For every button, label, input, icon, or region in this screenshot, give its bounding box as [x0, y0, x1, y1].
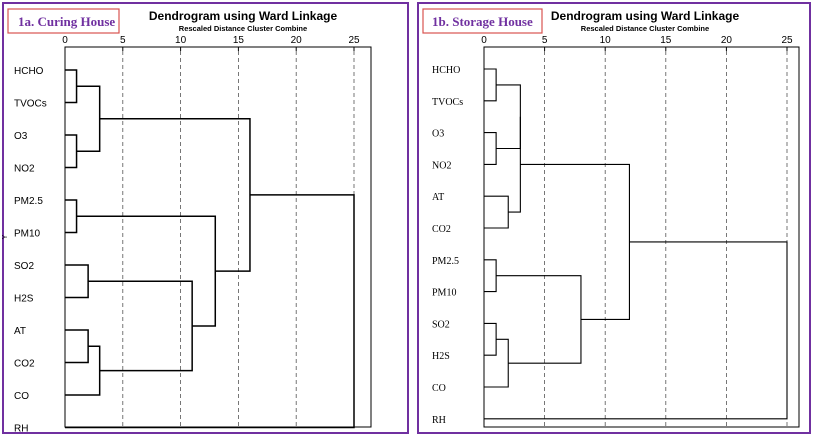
panel1-y-axis-label: Y: [2, 234, 9, 239]
panel2-leaf-label-1: TVOCs: [432, 97, 463, 108]
panel1-leaf-label-11: RH: [14, 424, 28, 435]
panel2-frame: [417, 2, 811, 434]
panel2-group: 1b. Storage House Dendrogram using Ward L…: [417, 2, 811, 434]
panel1-leaf-label-9: CO2: [14, 359, 35, 370]
panel2-plot-area: [483, 46, 800, 428]
panel2-leaf-label-0: HCHO: [432, 65, 460, 76]
panel1-leaf-label-3: NO2: [14, 164, 35, 175]
panel2-leaf-label-3: NO2: [432, 160, 451, 171]
panel1-badge-label: 1a. Curing House: [18, 14, 115, 29]
panel1-chart-subtitle: Rescaled Distance Cluster Combine: [179, 24, 307, 33]
panel2-chart-title: Dendrogram using Ward Linkage: [551, 9, 740, 23]
panel2-leaf-label-2: O3: [432, 129, 444, 140]
panel1-leaf-label-4: PM2.5: [14, 196, 43, 207]
panel1-chart-title: Dendrogram using Ward Linkage: [149, 9, 338, 23]
panel2-leaf-label-7: PM10: [432, 288, 456, 299]
panel1-leaf-label-2: O3: [14, 131, 28, 142]
panel2-branch-b11: [484, 241, 788, 420]
panel2-leaf-label-4: AT: [432, 192, 444, 203]
panel1-tick-label-10: 10: [175, 35, 187, 46]
panel2-leaf-label-8: SO2: [432, 319, 450, 330]
panel2-tick-label-20: 20: [721, 35, 733, 46]
panel2-tick-label-25: 25: [781, 35, 793, 46]
panel1-leaf-label-10: CO: [14, 391, 29, 402]
panel1-badge-box: [7, 8, 120, 34]
panel1-tick-label-20: 20: [291, 35, 303, 46]
panel1-leaf-label-1: TVOCs: [14, 99, 47, 110]
panel2-badge-box: [422, 8, 543, 34]
panel1-branch-a11: [65, 194, 355, 429]
panel2-tick-label-15: 15: [660, 35, 672, 46]
panel1-group: 1a. Curing House Dendrogram using Ward Li…: [2, 2, 409, 435]
panel1-tick-label-25: 25: [348, 35, 360, 46]
panel2-leaf-label-9: H2S: [432, 351, 450, 362]
panel1-leaf-label-7: H2S: [14, 294, 34, 305]
panel2-badge-label: 1b. Storage House: [432, 14, 533, 29]
panel2-chart-subtitle: Rescaled Distance Cluster Combine: [581, 24, 709, 33]
panel1-leaf-label-5: PM10: [14, 229, 41, 240]
panel1-frame: [2, 2, 409, 434]
panel2-leaf-label-11: RH: [432, 415, 446, 426]
panel2-tick-label-0: 0: [481, 35, 487, 46]
panel1-tick-label-0: 0: [62, 35, 68, 46]
panel1-tick-label-15: 15: [233, 35, 245, 46]
panel1-tick-label-5: 5: [120, 35, 126, 46]
panel2-leaf-label-10: CO: [432, 383, 446, 394]
panel2-tick-label-5: 5: [542, 35, 548, 46]
panel2-tick-label-10: 10: [600, 35, 612, 46]
panel1-leaf-label-6: SO2: [14, 261, 34, 272]
panel2-leaf-label-5: CO2: [432, 224, 451, 235]
panel1-leaf-label-8: AT: [14, 326, 26, 337]
panel2-leaf-label-6: PM2.5: [432, 256, 459, 267]
panel2-branch-b5: [508, 116, 521, 213]
panel1-leaf-label-0: HCHO: [14, 66, 44, 77]
